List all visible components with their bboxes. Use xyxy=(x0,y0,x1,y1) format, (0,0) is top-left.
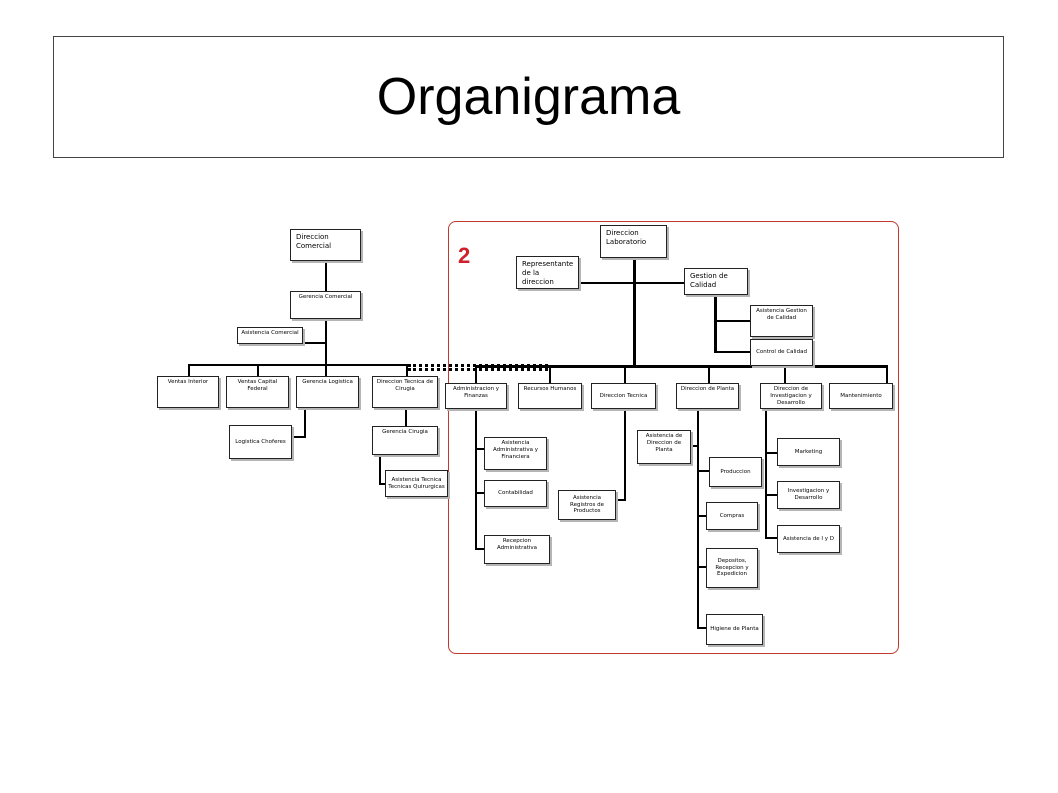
node-direccion-laboratorio: Direccion Laboratorio xyxy=(600,225,667,258)
connector xyxy=(714,351,750,353)
node-asistencia-tecnica-quirurgicas: Asistencia Tecnica Tecnicas Quirurgicas xyxy=(385,470,448,497)
connector xyxy=(257,364,259,376)
node-depositos-recepcion-expedicion: Depositos, Recepcion y Expedicion xyxy=(706,548,758,588)
node-recepcion-administrativa: Recepcion Administrativa xyxy=(484,535,550,564)
connector xyxy=(579,282,635,284)
node-contabilidad: Contabilidad xyxy=(484,480,547,507)
frame-label: 2 xyxy=(458,243,471,268)
node-administracion-finanzas: Administracion y Finanzas xyxy=(445,383,507,409)
node-asistencia-comercial: Asistencia Comercial xyxy=(237,327,303,344)
node-gerencia-logistica: Gerencia Logistica xyxy=(296,376,359,408)
connector xyxy=(765,537,777,539)
node-mantenimiento: Mantenimiento xyxy=(829,383,893,409)
node-produccion: Produccion xyxy=(709,457,762,487)
connector xyxy=(697,627,706,629)
node-marketing: Marketing xyxy=(777,438,840,466)
connector xyxy=(714,295,717,353)
connector xyxy=(691,445,699,447)
connector xyxy=(475,492,484,494)
slide-title-box: Organigrama xyxy=(53,36,1004,158)
connector xyxy=(765,452,777,454)
node-direccion-comercial: Direccion Comercial xyxy=(290,229,361,261)
slide-title: Organigrama xyxy=(376,68,681,126)
connector xyxy=(405,408,407,426)
connector xyxy=(325,261,327,291)
connector xyxy=(697,566,706,568)
connector xyxy=(784,365,786,383)
node-investigacion-desarrollo: Investigacion y Desarrollo xyxy=(777,481,840,509)
node-direccion-tecnica: Direccion Tecnica xyxy=(591,383,656,409)
connector xyxy=(697,470,709,472)
connector xyxy=(379,455,381,485)
connector xyxy=(303,342,327,344)
connector xyxy=(697,409,699,629)
node-gerencia-comercial: Gerencia Comercial xyxy=(290,291,361,319)
connector xyxy=(616,499,626,501)
node-asistencia-registros-productos: Asistencia Registros de Productos xyxy=(558,490,616,520)
node-representante-direccion: Representante de la direccion xyxy=(516,256,579,289)
node-direccion-tecnica-cirugia: Direccion Tecnica de Cirugia xyxy=(372,376,438,408)
connector xyxy=(292,436,306,438)
connector xyxy=(714,320,750,322)
highlight-frame xyxy=(448,221,899,654)
node-direccion-investigacion-desarrollo: Direccion de Investigacion y Desarrollo xyxy=(760,383,822,409)
connector xyxy=(708,365,710,383)
connector xyxy=(624,365,626,383)
connector xyxy=(765,494,777,496)
node-recursos-humanos: Recursos Humanos xyxy=(518,383,582,409)
connector xyxy=(549,365,551,383)
connector xyxy=(634,282,684,284)
node-asistencia-gestion-calidad: Asistencia Gestion de Calidad xyxy=(750,305,813,337)
node-asistencia-i-y-d: Asistencia de I y D xyxy=(777,525,840,553)
node-higiene-planta: Higiene de Planta xyxy=(706,614,763,645)
connector xyxy=(406,364,408,376)
connector xyxy=(624,409,626,501)
connector xyxy=(304,408,306,438)
node-compras: Compras xyxy=(706,502,758,530)
node-control-calidad: Control de Calidad xyxy=(750,339,813,366)
node-gerencia-cirugia: Gerencia Cirugia xyxy=(372,426,438,455)
node-asistencia-administrativa-financiera: Asistencia Administrativa y Financiera xyxy=(484,437,547,470)
connector xyxy=(475,548,484,550)
connector xyxy=(886,365,888,383)
connector xyxy=(325,364,327,376)
node-gestion-calidad: Gestion de Calidad xyxy=(684,268,748,295)
connector xyxy=(188,364,408,366)
dotted-connector xyxy=(408,368,548,371)
connector xyxy=(475,448,484,450)
connector xyxy=(765,409,767,539)
node-logistica-choferes: Logistica Choferes xyxy=(229,425,292,459)
connector xyxy=(475,365,888,368)
node-direccion-planta: Direccion de Planta xyxy=(676,383,739,409)
connector xyxy=(475,365,477,383)
connector xyxy=(633,258,636,366)
node-asistencia-direccion-planta: Asistencia de Direccion de Planta xyxy=(637,430,691,464)
connector xyxy=(379,483,385,485)
node-ventas-capital-federal: Ventas Capital Federal xyxy=(226,376,289,408)
connector xyxy=(475,409,477,550)
connector xyxy=(188,364,190,376)
node-ventas-interior: Ventas Interior xyxy=(157,376,219,408)
connector xyxy=(697,515,706,517)
